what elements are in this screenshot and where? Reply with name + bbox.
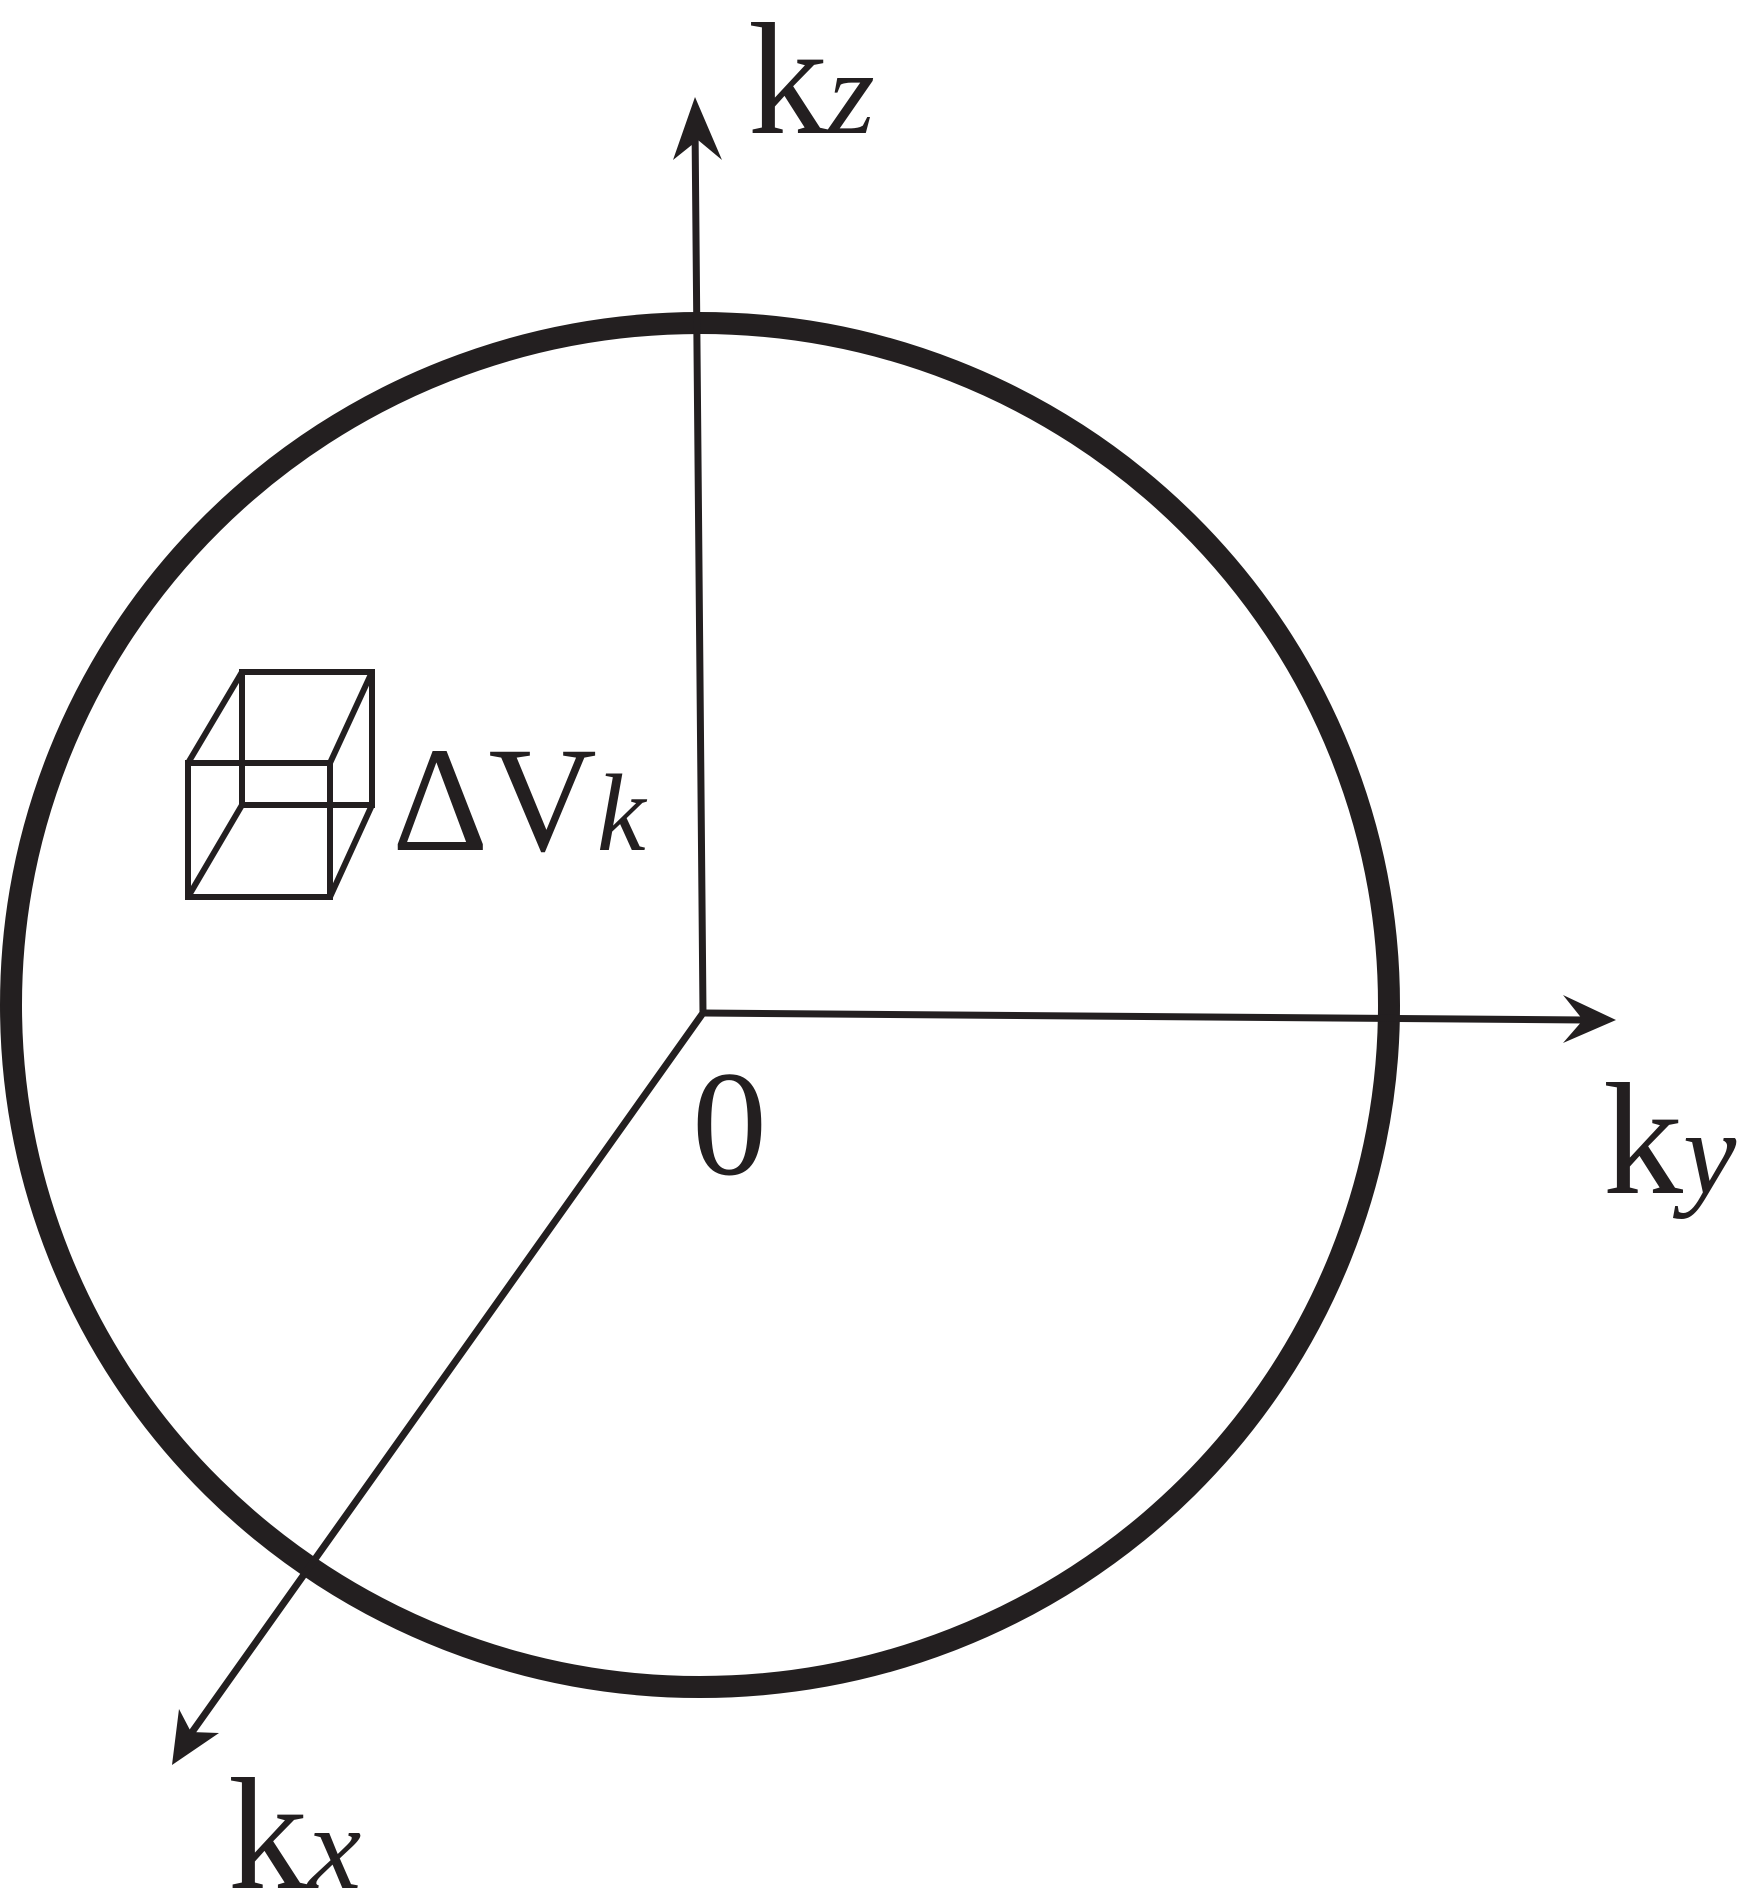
ky-axis-line (699, 1009, 1589, 1024)
kx-subscript: x (306, 1781, 361, 1892)
ky-subscript: y (1672, 1086, 1737, 1219)
kx-axis-line (186, 1009, 707, 1739)
cube-edge-bottom-right (327, 803, 375, 899)
ky-axis-label: ky (1603, 1050, 1737, 1228)
volume-subscript: k (597, 752, 648, 874)
kz-axis-label: kz (748, 0, 875, 168)
kz-axis-arrowhead (673, 97, 722, 160)
kz-subscript: z (826, 26, 875, 159)
volume-element-cube-icon (185, 669, 375, 900)
volume-main: V (488, 717, 596, 883)
cube-edge-top-left (185, 670, 245, 765)
cube-back-face (239, 669, 375, 808)
kz-axis-line (691, 121, 707, 1017)
cube-front-face (185, 760, 333, 900)
kz-main: k (748, 0, 828, 168)
volume-element-label: ΔVk (392, 717, 648, 883)
kx-main: k (228, 1745, 308, 1892)
ky-main: k (1603, 1050, 1683, 1228)
kx-axis-label: kx (228, 1745, 361, 1892)
cube-edge-bottom-left (185, 803, 245, 899)
ky-axis-arrowhead (1563, 995, 1616, 1043)
volume-delta: Δ (392, 717, 488, 883)
cube-edge-top-right (327, 670, 375, 765)
kx-axis-arrowhead (172, 1709, 219, 1765)
origin-label: 0 (692, 1041, 767, 1207)
